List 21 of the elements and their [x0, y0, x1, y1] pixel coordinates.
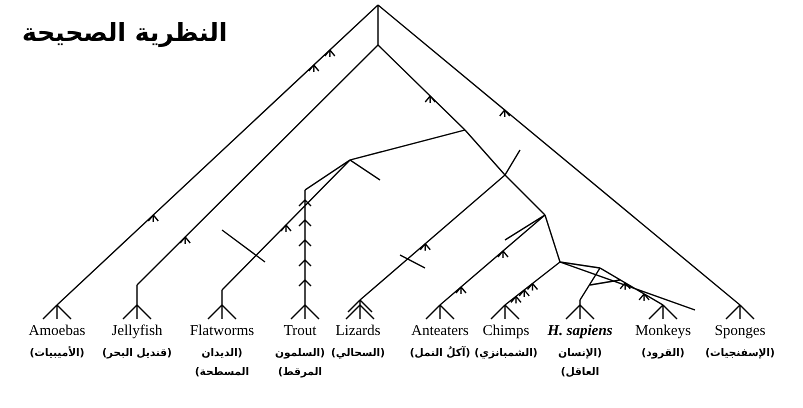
- species-translation: (الشمبانزي): [474, 346, 538, 361]
- species-translation: (الإنسان العاقل): [557, 346, 603, 380]
- species-translation: (السحالي): [331, 346, 385, 361]
- species-translation: (الأميبيات): [30, 345, 84, 361]
- species-translation: (السلمون المرقط): [274, 346, 326, 380]
- species-name: Flatworms: [190, 323, 254, 340]
- species-name: Anteaters: [411, 323, 469, 340]
- species-name: Jellyfish: [112, 323, 162, 340]
- species-translation: (الإسفنجيات): [705, 346, 775, 361]
- species-name: Sponges: [714, 323, 766, 340]
- species-translation: (قنديل البحر): [102, 346, 172, 361]
- species-name: Monkeys: [635, 323, 691, 340]
- species-name: Trout: [284, 323, 316, 340]
- species-name: Chimps: [482, 323, 530, 340]
- species-translation: (القرود): [641, 346, 685, 361]
- title: النظرية الصحيحة: [22, 18, 228, 47]
- species-translation: (الديدان المسطحة): [194, 346, 250, 380]
- species-name: Amoebas: [28, 323, 86, 340]
- species-name: Lizards: [336, 323, 380, 340]
- species-name: H. sapiens: [548, 323, 612, 340]
- species-translation: (آكلُ النمل): [408, 345, 472, 361]
